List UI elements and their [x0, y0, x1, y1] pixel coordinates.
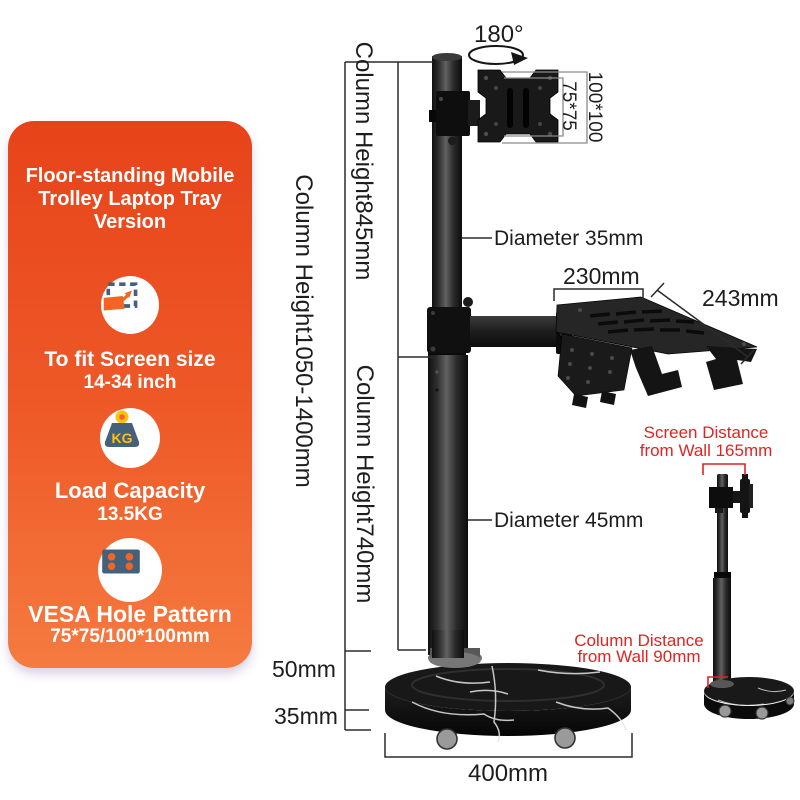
load-capacity-icon: KG — [100, 408, 160, 468]
main-stand-illustration — [385, 53, 758, 750]
screen-size-label: To fit Screen size — [44, 348, 216, 371]
vesa-inner-size-label: 75*75 — [558, 81, 579, 131]
vesa-pattern-icon — [98, 538, 162, 602]
column-height-upper-label: Column Height845mm — [350, 41, 377, 281]
vesa-pattern-label: VESA Hole Pattern — [28, 601, 232, 627]
caster-wheel — [755, 706, 769, 720]
vesa-plate — [477, 69, 559, 143]
vesa-dimension-brackets — [502, 71, 588, 144]
side-view-illustration — [704, 474, 795, 720]
screen-distance-label: Screen Distance from Wall 165mm — [620, 424, 792, 460]
tray-depth-label: 243mm — [702, 285, 779, 311]
tray-hook — [706, 346, 757, 390]
load-capacity-value: 13.5KG — [97, 504, 163, 525]
red-dimension-marks — [702, 463, 746, 688]
base — [385, 630, 631, 750]
info-panel: Floor-standing Mobile Trolley Laptop Tra… — [8, 121, 252, 668]
load-capacity-label: Load Capacity — [54, 478, 206, 503]
diameter-upper-label: Diameter 35mm — [494, 227, 644, 250]
marble-veins — [411, 665, 627, 743]
base-top-height-label: 50mm — [272, 656, 336, 682]
caster-wheel — [785, 696, 795, 706]
column-height-lower-label: Column Height740mm — [351, 364, 378, 604]
screen-distance-line2: from Wall 165mm — [639, 441, 773, 460]
panel-title: Floor-standing Mobile Trolley Laptop Tra… — [25, 165, 235, 234]
diameter-lower-label: Diameter 45mm — [494, 509, 644, 532]
base-bottom-height-label: 35mm — [274, 703, 338, 729]
laptop-tray-arm — [427, 296, 758, 408]
screen-size-icon — [101, 276, 159, 334]
caster-wheel — [436, 728, 458, 750]
column-distance-line2: from Wall 90mm — [577, 647, 701, 666]
caster-wheel — [554, 727, 576, 749]
vesa-outer-size-label: 100*100 — [584, 71, 605, 143]
tray-hook — [630, 346, 682, 396]
column-distance-line1: Column Distance — [574, 631, 704, 650]
vesa-head — [429, 69, 559, 145]
tray-bracket-plate — [557, 333, 633, 397]
dimension-lines — [344, 61, 755, 758]
base-diameter-label: 400mm — [468, 760, 549, 787]
pole-lower — [428, 355, 468, 655]
screen-size-value: 14-34 inch — [83, 372, 177, 393]
caster-wheel — [718, 704, 732, 718]
kg-icon-text: KG — [112, 430, 133, 446]
column-height-total-label: Column Height1050-1400mm — [290, 174, 317, 488]
vesa-pattern-value: 75*75/100*100mm — [50, 626, 210, 647]
screen-distance-line1: Screen Distance — [643, 423, 769, 442]
rotation-angle-label: 180° — [474, 21, 524, 48]
column-distance-label: Column Distance from Wall 90mm — [553, 631, 725, 666]
rotation-arrow-icon — [468, 45, 528, 65]
tray-width-label: 230mm — [563, 263, 640, 289]
